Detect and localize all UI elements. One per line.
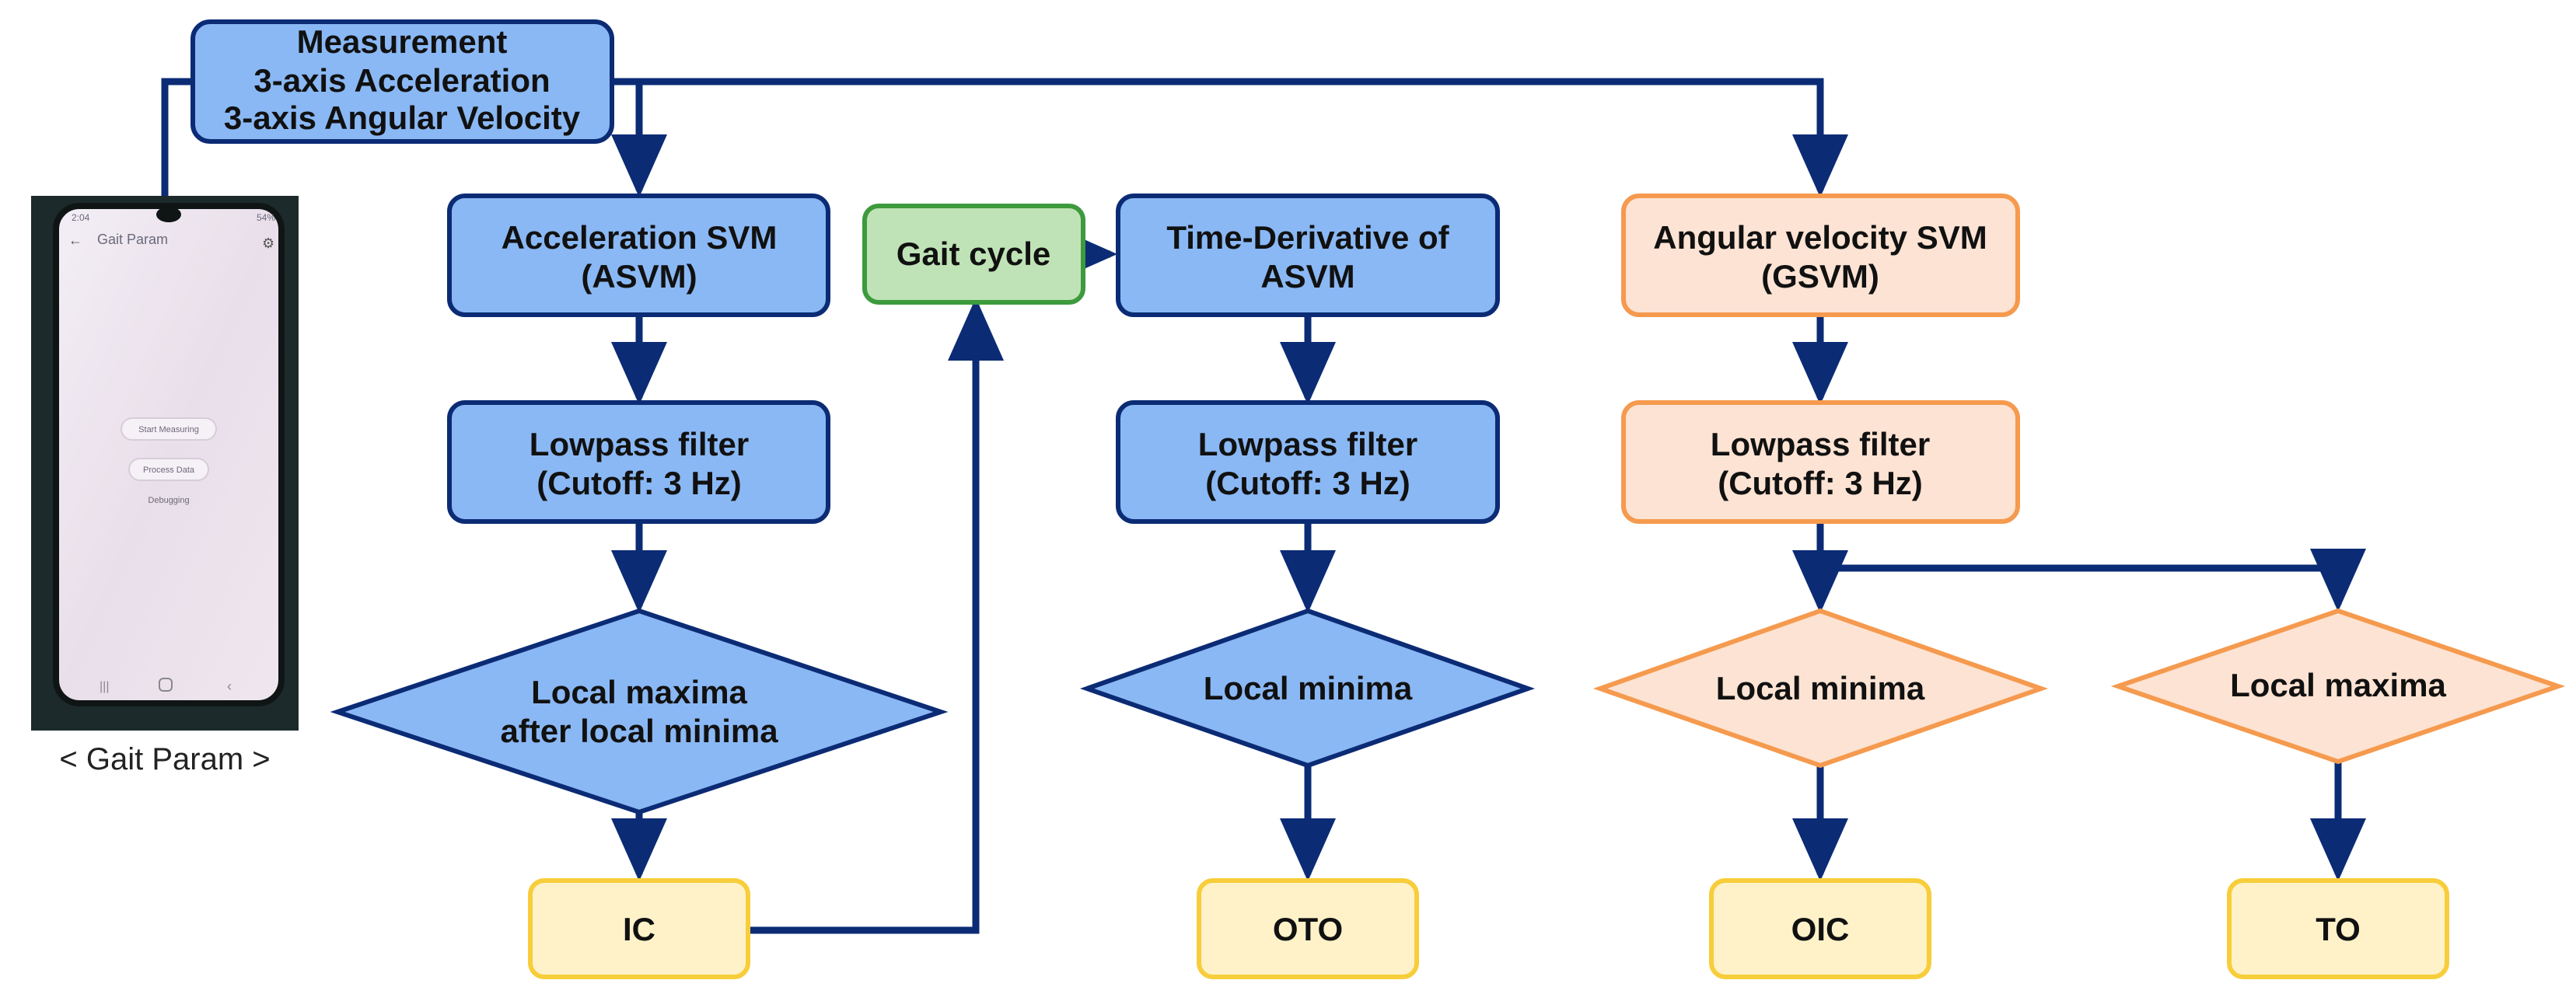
to-label: TO	[2316, 911, 2361, 947]
local-minima-right-node: Local minima	[1592, 608, 2049, 769]
local-minima-center-label: Local minima	[1204, 670, 1413, 706]
measurement-line-1: Measurement	[297, 23, 508, 60]
phone-debug-label[interactable]: Debugging	[148, 496, 189, 505]
gait-cycle-node: Gait cycle	[862, 204, 1085, 305]
phone-start-button-label: Start Measuring	[138, 425, 199, 434]
local-minima-center-node: Local minima	[1079, 608, 1536, 769]
phone-image: 2:04 54% ← Gait Param ⚙ Start Measuring …	[31, 196, 299, 731]
asvm-filter-node: Lowpass filter (Cutoff: 3 Hz)	[447, 400, 830, 524]
derivative-filter-node: Lowpass filter (Cutoff: 3 Hz)	[1116, 400, 1500, 524]
gsvm-filter-node: Lowpass filter (Cutoff: 3 Hz)	[1621, 400, 2020, 524]
time-derivative-line-2: ASVM	[1260, 258, 1354, 295]
local-maxima-right-label: Local maxima	[2230, 667, 2446, 703]
phone-caption: < Gait Param >	[59, 742, 270, 776]
connector-filter-localmax-right	[1820, 549, 2366, 612]
phone-process-button-label: Process Data	[143, 466, 195, 475]
derivative-filter-line-1: Lowpass filter	[1198, 426, 1417, 462]
gsvm-node: Angular velocity SVM (GSVM)	[1621, 194, 2020, 317]
connector-ic-gaitcycle	[748, 298, 1004, 934]
phone-recent-apps-icon[interactable]: |||	[100, 680, 109, 693]
phone-settings-icon[interactable]: ⚙	[262, 235, 274, 251]
gsvm-filter-line-1: Lowpass filter	[1711, 426, 1930, 462]
local-maxima-after-minima-line-1: Local maxima	[531, 674, 747, 710]
ic-label: IC	[623, 911, 655, 947]
asvm-node: Acceleration SVM (ASVM)	[447, 194, 830, 317]
local-maxima-after-minima-line-2: after local minima	[500, 713, 778, 749]
connector-measurement-gsvm	[612, 78, 1848, 197]
phone-back-icon[interactable]: ←	[68, 232, 82, 248]
asvm-filter-line-2: (Cutoff: 3 Hz)	[537, 465, 742, 501]
oto-label: OTO	[1273, 911, 1343, 947]
phone-home-icon[interactable]	[159, 678, 173, 692]
time-derivative-node: Time-Derivative of ASVM	[1116, 194, 1500, 317]
ic-node: IC	[528, 878, 750, 979]
gait-cycle-label: Gait cycle	[897, 235, 1050, 272]
to-node: TO	[2227, 878, 2449, 979]
phone-start-button[interactable]	[121, 417, 217, 441]
phone-process-button[interactable]	[128, 458, 209, 481]
gsvm-filter-line-2: (Cutoff: 3 Hz)	[1718, 465, 1923, 501]
phone-app-title: Gait Param	[97, 232, 168, 247]
local-maxima-right-node: Local maxima	[2110, 608, 2566, 765]
time-derivative-line-1: Time-Derivative of	[1166, 219, 1449, 256]
oic-node: OIC	[1709, 878, 1931, 979]
measurement-line-2: 3-axis Acceleration	[253, 62, 550, 99]
phone-status-time: 2:04	[72, 212, 90, 223]
phone-nav-back-icon[interactable]: ‹	[227, 678, 232, 694]
measurement-line-3: 3-axis Angular Velocity	[224, 99, 581, 136]
oto-node: OTO	[1197, 878, 1419, 979]
phone-camera-notch	[156, 207, 181, 222]
connector-measurement-phone	[161, 78, 193, 196]
phone-status-battery: 54%	[257, 212, 275, 223]
asvm-line-1: Acceleration SVM	[502, 219, 778, 256]
oic-label: OIC	[1791, 911, 1850, 947]
gsvm-line-1: Angular velocity SVM	[1653, 219, 1987, 256]
local-minima-right-label: Local minima	[1716, 670, 1925, 706]
measurement-node: Measurement 3-axis Acceleration 3-axis A…	[190, 19, 614, 144]
derivative-filter-line-2: (Cutoff: 3 Hz)	[1205, 465, 1410, 501]
asvm-filter-line-1: Lowpass filter	[530, 426, 749, 462]
asvm-line-2: (ASVM)	[581, 258, 697, 295]
local-maxima-after-minima-node: Local maxima after local minima	[330, 608, 949, 815]
gsvm-line-2: (GSVM)	[1761, 258, 1879, 295]
connectors	[161, 78, 2366, 934]
phone-screen	[53, 203, 285, 706]
